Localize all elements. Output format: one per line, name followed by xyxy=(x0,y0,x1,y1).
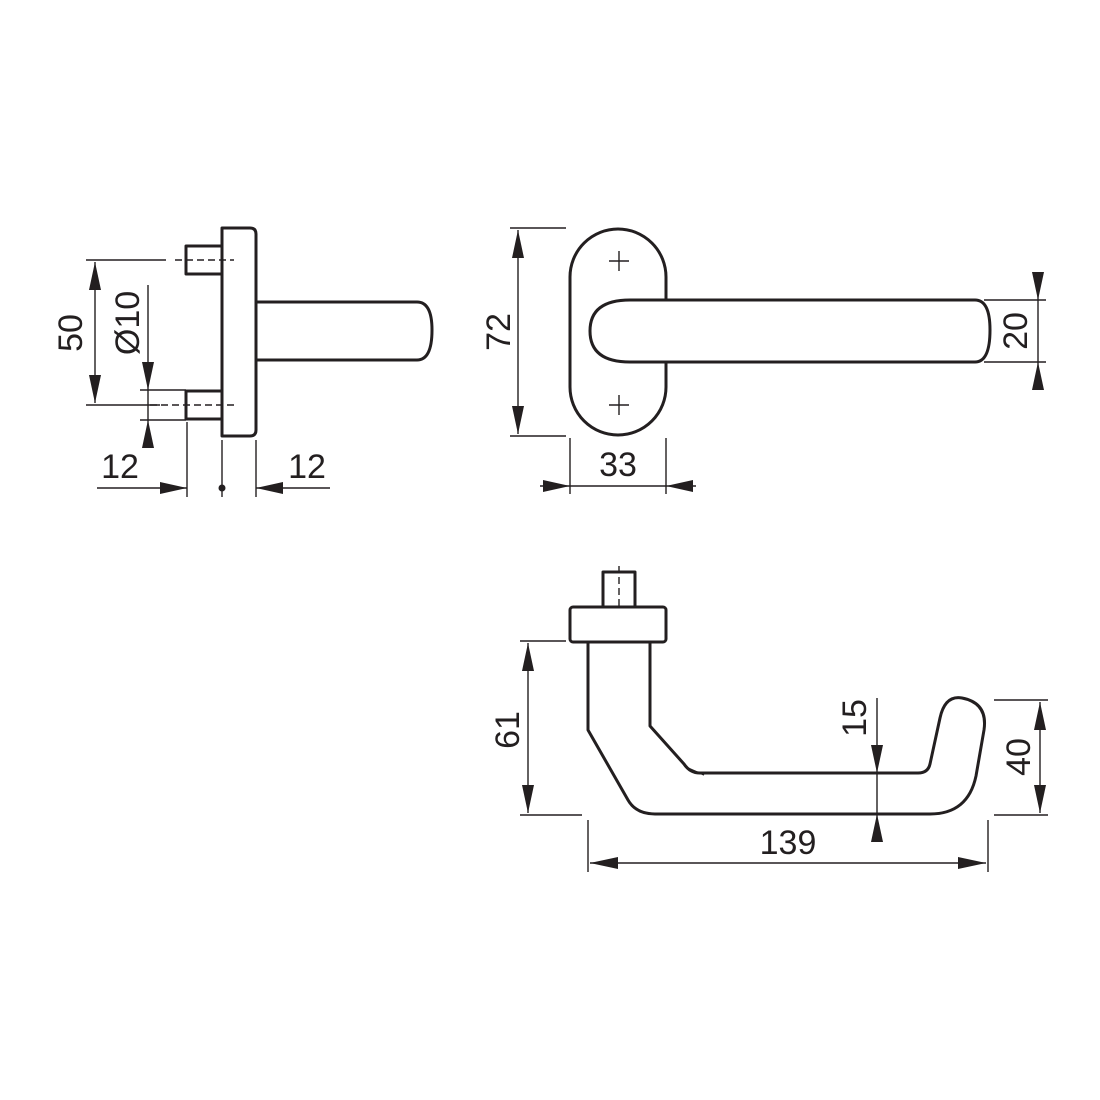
dim-139-arrow-left xyxy=(590,857,618,869)
dim-72-arrow-bottom xyxy=(512,406,524,434)
dim-20-label: 20 xyxy=(997,312,1035,350)
dim-15-label: 15 xyxy=(836,699,874,737)
dim-40-label: 40 xyxy=(1000,738,1038,776)
dim-12-left-label: 12 xyxy=(101,448,139,486)
dim-20-arrow-top xyxy=(1032,272,1044,300)
dim-40-arrow-bottom xyxy=(1034,785,1046,813)
dim-61-label: 61 xyxy=(489,711,527,749)
dim-50-arrow-top xyxy=(89,262,101,290)
dim-12-right-label: 12 xyxy=(288,448,326,486)
dim-50-label: 50 xyxy=(52,314,90,352)
front-top-screw-cross xyxy=(609,251,629,271)
side-handle-arm xyxy=(254,300,434,362)
dim-61-arrow-top xyxy=(522,643,534,671)
dim-72-arrow-top xyxy=(512,230,524,258)
top-handle-lever xyxy=(586,640,987,816)
top-view: 61 15 40 139 xyxy=(489,566,1048,872)
dim-139-arrow-right xyxy=(958,857,986,869)
dim-33-label: 33 xyxy=(599,446,637,484)
dim-20-arrow-bottom xyxy=(1032,362,1044,390)
dim-33-arrow-left xyxy=(543,480,570,492)
dim-33-arrow-right xyxy=(666,480,693,492)
dim-139-label: 139 xyxy=(760,824,817,862)
dim-15-arrow-top xyxy=(871,745,883,773)
top-handle-inner-edge xyxy=(687,767,705,776)
dim-15-arrow-bottom xyxy=(871,814,883,842)
side-view: 50 Ø10 12 12 xyxy=(52,226,434,497)
dim-d10-label: Ø10 xyxy=(109,291,147,355)
dim-50-arrow-bottom xyxy=(89,375,101,403)
top-rose-plate xyxy=(568,605,668,644)
dim-72-label: 72 xyxy=(480,313,518,351)
dim-12-right-arrow xyxy=(256,482,283,494)
front-handle-lever xyxy=(588,298,992,364)
dim-61-arrow-bottom xyxy=(522,785,534,813)
side-rose-plate xyxy=(220,226,258,438)
dim-12-left-arrow xyxy=(160,482,187,494)
front-view: 72 33 20 xyxy=(480,227,1046,494)
dim-d10-arrow-top xyxy=(142,362,154,390)
front-bottom-screw-cross xyxy=(609,395,629,415)
dim-40-arrow-top xyxy=(1034,702,1046,730)
dim-d10-arrow-bottom xyxy=(142,420,154,448)
dim-12-center-dot xyxy=(218,484,226,492)
